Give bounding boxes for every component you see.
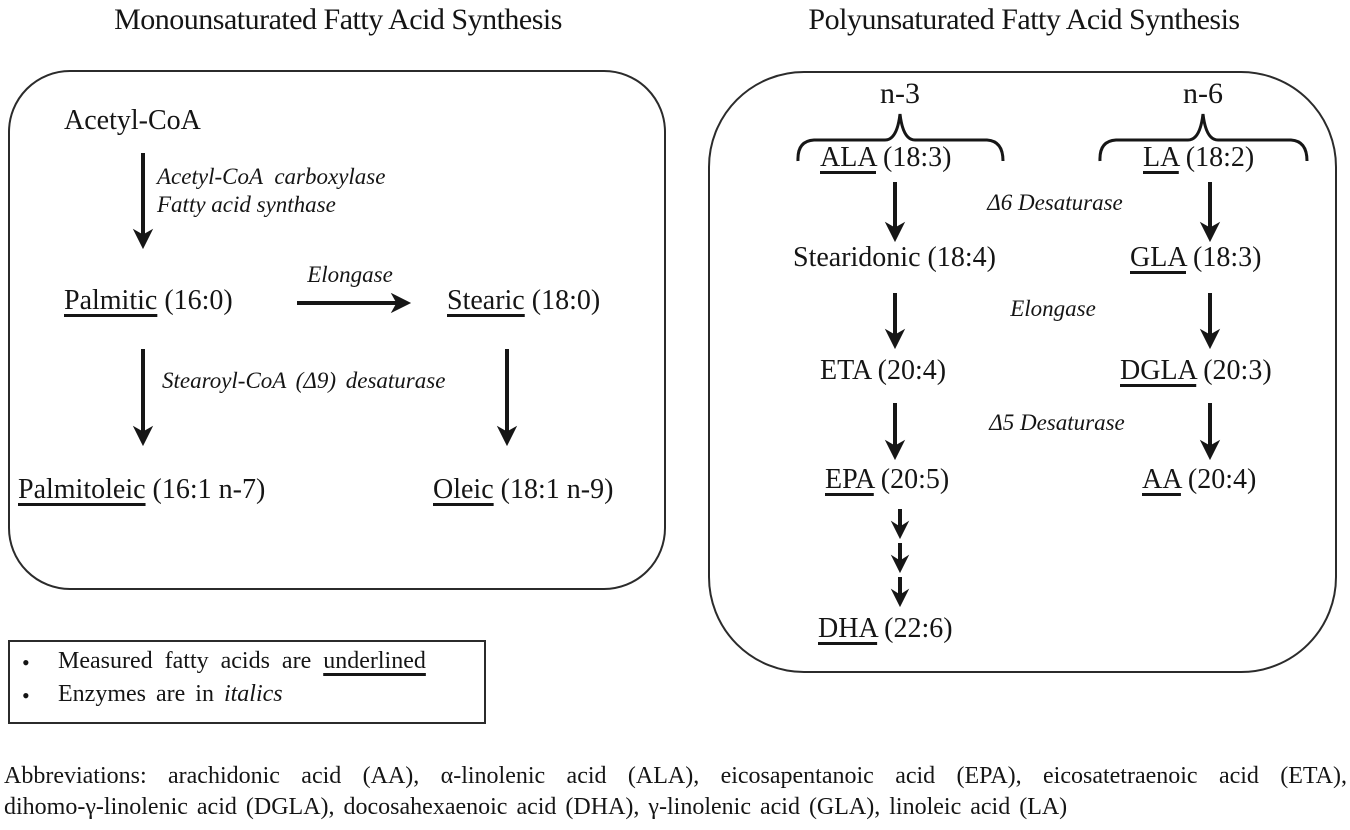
node-ala-name: ALA	[820, 142, 876, 173]
enzyme-label-elongase-right: Elongase	[1010, 296, 1096, 321]
node-la-name: LA	[1143, 142, 1179, 173]
abbreviations-note: Abbreviations: arachidonic acid (AA), α-…	[4, 761, 1347, 823]
node-oleic-name: Oleic	[433, 474, 494, 505]
enzyme-label-d6-desaturase: Δ6 Desaturase	[987, 190, 1123, 215]
left-panel-title: Monounsaturated Fatty Acid Synthesis	[114, 3, 562, 36]
abbreviations-line-2: dihomo-γ-linolenic acid (DGLA), docosahe…	[4, 794, 1068, 820]
legend-item-measured-emphasis: underlined	[323, 648, 426, 674]
node-stearidonic: Stearidonic (18:4)	[793, 241, 996, 275]
node-palmitic-name: Palmitic	[64, 285, 158, 316]
node-aa-detail: (20:4)	[1180, 464, 1257, 495]
node-oleic: Oleic (18:1 n-9)	[433, 473, 613, 507]
node-dha: DHA (22:6)	[818, 612, 953, 646]
node-epa-name: EPA	[825, 464, 874, 495]
node-palmitoleic-name: Palmitoleic	[18, 474, 146, 505]
node-dgla-detail: (20:3)	[1196, 355, 1272, 386]
node-stearidonic-name: Stearidonic	[793, 242, 921, 273]
node-dgla: DGLA (20:3)	[1120, 354, 1272, 388]
node-stearic-detail: (18:0)	[524, 285, 601, 316]
node-dha-detail: (22:6)	[877, 613, 953, 644]
enzyme-label-stearoyl-coa-desaturase: Stearoyl-CoA (Δ9) desaturase	[162, 368, 446, 393]
node-epa: EPA (20:5)	[825, 463, 949, 497]
node-palmitic: Palmitic (16:0)	[64, 284, 233, 318]
node-eta: ETA (20:4)	[820, 354, 946, 388]
node-dgla-name: DGLA	[1120, 355, 1197, 386]
node-stearidonic-detail: (18:4)	[920, 242, 996, 273]
node-aa: AA (20:4)	[1142, 463, 1256, 497]
node-ala: ALA (18:3)	[820, 141, 951, 175]
legend-bullet-1: •	[22, 650, 30, 675]
legend-box	[8, 640, 486, 724]
node-oleic-detail: (18:1 n-9)	[493, 474, 614, 505]
node-aa-name: AA	[1142, 464, 1181, 495]
legend-item-enzymes-emphasis: italics	[223, 681, 283, 707]
n3-column-header: n-3	[880, 77, 920, 110]
abbreviations-line-1: Abbreviations: arachidonic acid (AA), α-…	[4, 763, 1347, 789]
node-gla: GLA (18:3)	[1130, 241, 1261, 275]
node-palmitoleic-detail: (16:1 n-7)	[145, 474, 266, 505]
left-pathway-box	[8, 70, 666, 590]
legend-item-measured-prefix: Measured fatty acids are	[58, 648, 324, 674]
legend-item-enzymes-prefix: Enzymes are in	[58, 681, 224, 707]
node-dha-name: DHA	[818, 613, 878, 644]
legend-bullet-2: •	[22, 683, 30, 708]
node-stearic: Stearic (18:0)	[447, 284, 600, 318]
enzyme-label-fatty-acid-synthase: Fatty acid synthase	[157, 192, 336, 217]
enzyme-label-acetylcoa-carboxylase: Acetyl-CoA carboxylase	[157, 164, 386, 189]
right-panel-title: Polyunsaturated Fatty Acid Synthesis	[808, 3, 1240, 36]
node-gla-name: GLA	[1130, 242, 1186, 273]
node-palmitic-detail: (16:0)	[157, 285, 233, 316]
node-stearic-name: Stearic	[447, 285, 525, 316]
node-la: LA (18:2)	[1143, 141, 1254, 175]
node-palmitoleic: Palmitoleic (16:1 n-7)	[18, 473, 265, 507]
node-eta-detail: (20:4)	[870, 355, 947, 386]
node-epa-detail: (20:5)	[873, 464, 950, 495]
legend-item-enzymes: Enzymes are in italics	[58, 680, 283, 708]
node-eta-name: ETA	[820, 355, 871, 386]
node-acetyl-coa: Acetyl-CoA	[64, 105, 201, 136]
node-gla-detail: (18:3)	[1186, 242, 1262, 273]
node-ala-detail: (18:3)	[876, 142, 952, 173]
n6-column-header: n-6	[1183, 77, 1223, 110]
enzyme-label-d5-desaturase: Δ5 Desaturase	[989, 410, 1125, 435]
enzyme-label-elongase-left: Elongase	[307, 262, 393, 287]
legend-item-measured: Measured fatty acids are underlined	[58, 647, 426, 675]
node-la-detail: (18:2)	[1178, 142, 1255, 173]
right-pathway-box	[708, 71, 1337, 673]
